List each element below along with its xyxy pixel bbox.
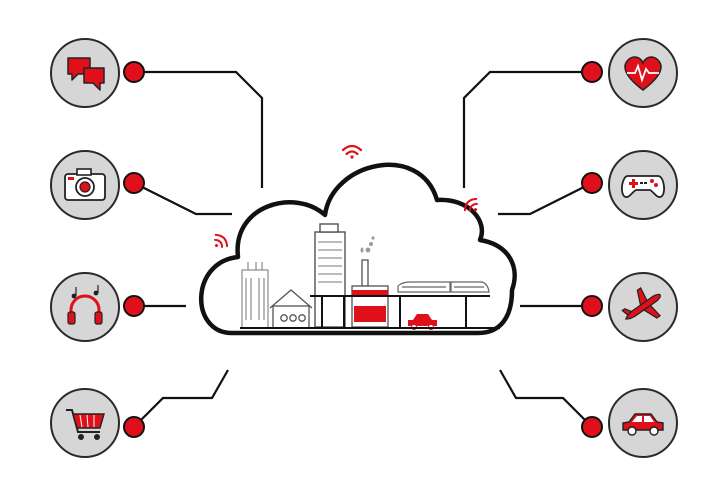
wifi-icon: [463, 197, 478, 212]
connector-gamepad: [498, 182, 593, 216]
train: [397, 281, 490, 293]
connector-car: [499, 369, 593, 428]
car-icon: [608, 388, 678, 458]
wifi-icon: [341, 144, 363, 159]
dot-camera: [123, 172, 145, 194]
rail-bridge: [310, 295, 490, 328]
heart-rate-icon: [608, 38, 678, 108]
chat-icon: [50, 38, 120, 108]
dot-chat: [123, 61, 145, 83]
factory: [351, 236, 389, 328]
connector-cart: [133, 369, 229, 428]
dot-car: [581, 416, 603, 438]
dot-plane: [581, 295, 603, 317]
shopping-cart-icon: [50, 388, 120, 458]
dot-headphones: [123, 295, 145, 317]
city-skyline: [240, 223, 500, 330]
dot-heart: [581, 61, 603, 83]
camera-icon: [50, 150, 120, 220]
headphones-music-icon: [50, 272, 120, 342]
connector-dots: [123, 61, 603, 438]
connector-heart: [462, 70, 592, 188]
connector-camera: [133, 182, 232, 216]
apartment-building: [241, 262, 269, 329]
connector-chat: [134, 70, 264, 188]
wifi-icon: [214, 233, 229, 248]
gamepad-icon: [608, 150, 678, 220]
dot-gamepad: [581, 172, 603, 194]
dot-cart: [123, 416, 145, 438]
office-tower: [314, 223, 346, 328]
airplane-icon: [608, 272, 678, 342]
